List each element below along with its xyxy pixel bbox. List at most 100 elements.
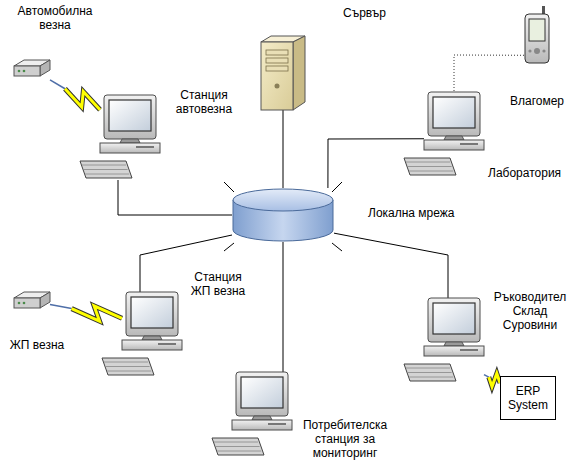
monitor-stand	[444, 136, 464, 140]
keyboard	[404, 158, 456, 175]
network-cable	[283, 110, 284, 188]
cylinder-top	[233, 189, 333, 211]
label-group: Локална мрежа	[368, 206, 455, 220]
device-label: Локална мрежа	[368, 206, 455, 220]
bolt-fill	[65, 89, 100, 110]
keyboard	[80, 161, 132, 178]
keyboard	[212, 438, 264, 455]
workstation-icon	[424, 298, 484, 383]
server-front	[261, 42, 293, 110]
drive-slot	[136, 146, 154, 148]
drive-slot	[460, 349, 478, 351]
power-button	[275, 84, 280, 89]
keyboard-row	[216, 446, 260, 447]
label-group: Станция ЖП везна	[186, 270, 250, 298]
workstation: Ръководител Склад Суровини	[424, 298, 484, 383]
desktop-case	[232, 420, 292, 430]
bolt-outline	[65, 89, 100, 110]
device-button	[542, 49, 545, 52]
keyboard	[404, 364, 456, 381]
keyboard-row	[406, 368, 450, 369]
erp-box: ERP System	[500, 376, 556, 420]
keyboard-row	[406, 162, 450, 163]
drive-bay	[266, 50, 288, 55]
keyboard-row	[85, 174, 129, 175]
monitor-stand	[142, 336, 162, 340]
dotted-line	[454, 55, 524, 92]
network-hub: Локална мрежа	[232, 188, 334, 242]
cable-line	[484, 375, 489, 378]
bolt-fill	[489, 373, 500, 386]
monitor-stand	[444, 342, 464, 346]
scale-front	[14, 298, 40, 308]
moisture-meter: Влагомер	[524, 6, 550, 64]
keyboard-row	[82, 165, 126, 166]
keyboard-row	[217, 451, 261, 452]
monitor-screen	[109, 100, 151, 131]
workstation: Станция ЖП везна	[122, 292, 182, 377]
keyboard-row	[408, 372, 452, 373]
status-led	[18, 302, 21, 305]
keyboard-row	[84, 169, 128, 170]
status-led	[18, 70, 21, 73]
workstation-icon	[424, 92, 484, 177]
cable-line	[283, 242, 284, 372]
device-label: Ръководител Склад Суровини	[488, 290, 572, 332]
scale-side	[40, 60, 50, 76]
scale-device-icon	[14, 290, 50, 312]
label-group: Автомобилна везна	[10, 4, 100, 32]
network-cable	[283, 242, 284, 372]
label-group: Влагомер	[504, 94, 570, 108]
label-group: Станция автовезна	[168, 88, 240, 116]
scale-side	[40, 292, 50, 308]
monitor-frame	[236, 372, 288, 416]
network-cable	[334, 233, 448, 298]
monitor-screen	[241, 377, 283, 408]
workstation-icon	[232, 372, 292, 457]
monitor-frame	[428, 298, 480, 342]
device-label: Влагомер	[504, 94, 570, 108]
label-group: Потребителска станция за мониторинг	[296, 418, 394, 460]
monitor-frame	[428, 92, 480, 136]
monitor-screen	[131, 297, 173, 328]
moisture-meter-icon	[524, 6, 550, 64]
drive-bay	[266, 58, 288, 63]
monitor-frame	[126, 292, 178, 336]
cable-line	[334, 233, 448, 298]
scale-device: Автомобилна везна	[14, 58, 50, 80]
cable-line	[118, 180, 232, 215]
desktop-case	[424, 346, 484, 356]
dotted-link	[454, 55, 524, 92]
drive-slot	[268, 423, 286, 425]
desktop-case	[122, 340, 182, 350]
drive-slot	[460, 143, 478, 145]
cable-line	[50, 304, 72, 308]
node-label: ERP System	[505, 384, 551, 412]
status-led	[23, 302, 26, 305]
wireless-link	[50, 80, 100, 110]
device-label: Автомобилна везна	[10, 4, 100, 32]
network-cable	[118, 180, 232, 215]
server-side	[293, 36, 305, 110]
device-button	[528, 49, 531, 52]
wireless-link	[50, 304, 122, 321]
label-group: Сървър	[343, 6, 386, 20]
workstation-icon	[122, 292, 182, 377]
label-group: Ръководител Склад Суровини	[488, 290, 572, 332]
device-label: Потребителска станция за мониторинг	[296, 418, 394, 460]
network-hub-icon	[232, 188, 334, 242]
workstation-icon	[100, 95, 160, 180]
scale-device-icon	[14, 58, 50, 80]
keyboard-row	[107, 371, 151, 372]
monitor-frame	[104, 95, 156, 139]
device-label: Лаборатория	[488, 166, 570, 180]
wireless-link	[484, 373, 500, 386]
hub-tick	[224, 243, 234, 251]
drive-bay	[266, 66, 288, 71]
hub-tick	[224, 182, 234, 192]
workstation: Потребителска станция за мониторинг	[232, 372, 292, 457]
keyboard-row	[106, 366, 150, 367]
label-group: ЖП везна	[5, 338, 69, 352]
device-label: Сървър	[343, 6, 386, 20]
